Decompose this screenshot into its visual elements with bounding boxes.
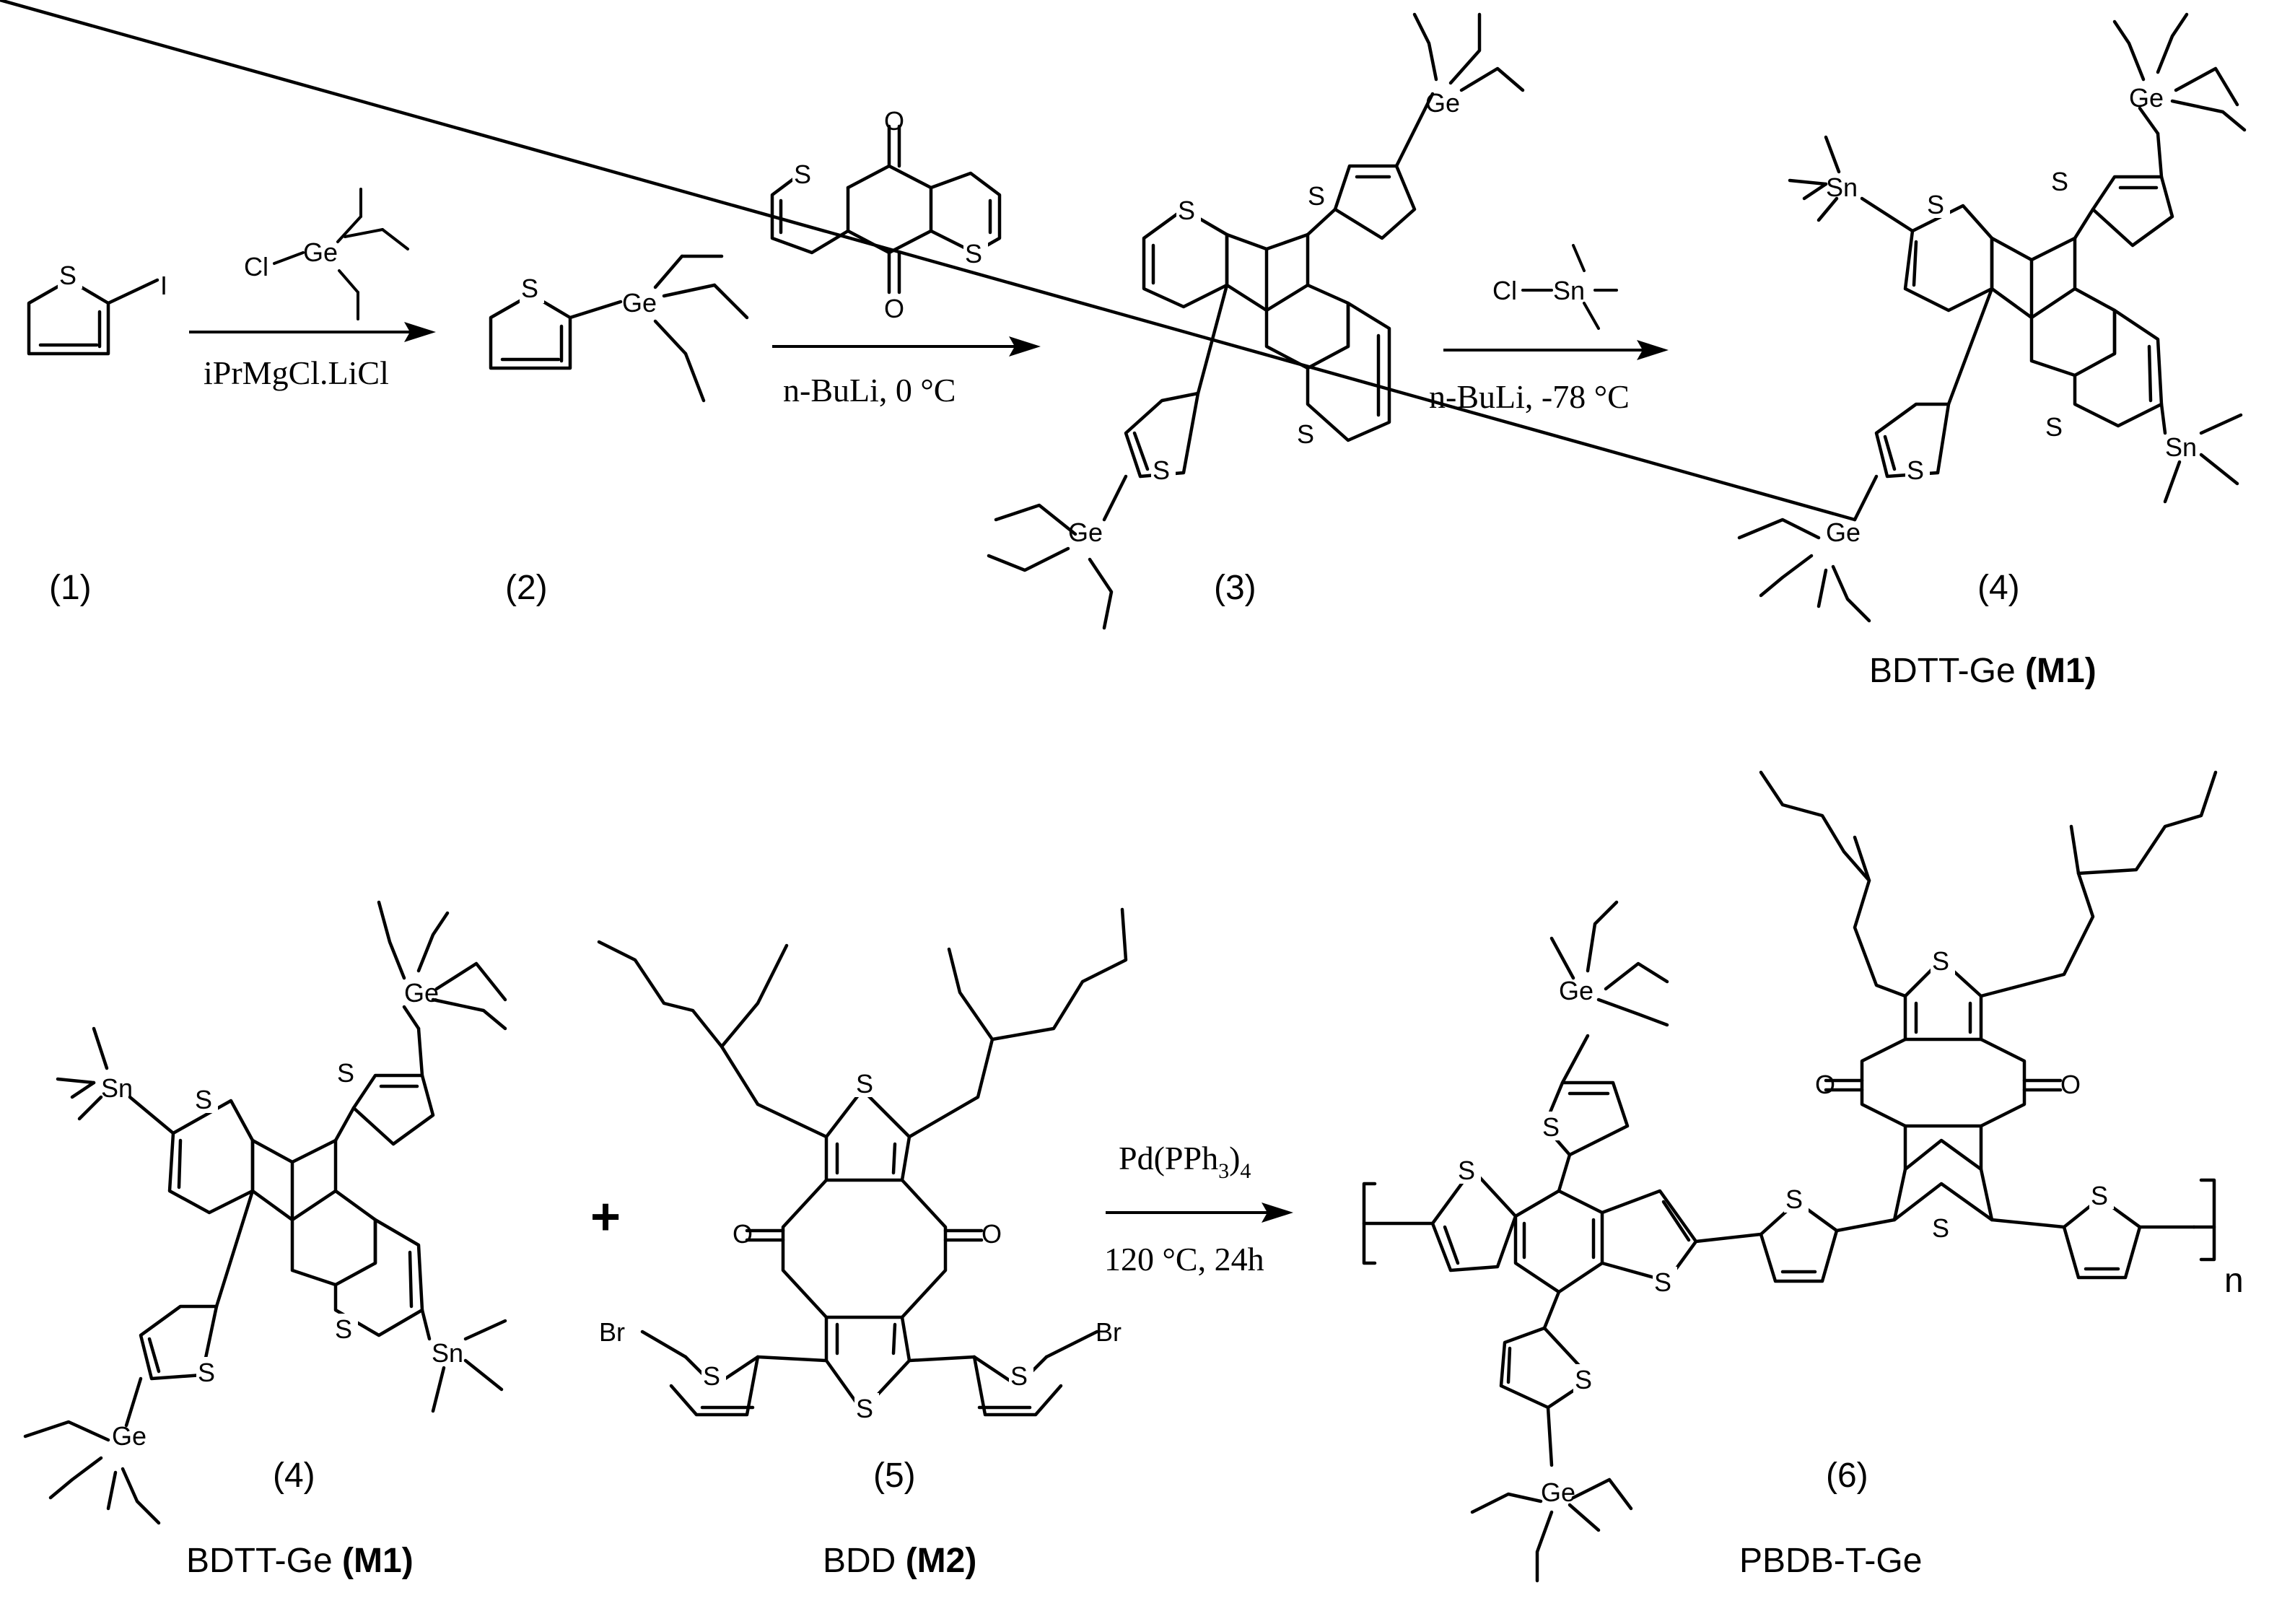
sulfur-atom: S — [965, 239, 982, 269]
compound-6-label: (6) — [1826, 1457, 1868, 1495]
sulfur-atom: S — [1297, 419, 1314, 449]
step2-reagent-label: n-BuLi, 0 °C — [783, 372, 956, 409]
reaction-arrow-3 — [1443, 340, 1669, 360]
compound-5-structure: S S S S O O Br Br — [597, 907, 1128, 1423]
germanium-atom: Ge — [1068, 518, 1103, 547]
oxygen-atom: O — [884, 294, 904, 323]
plus-sign: + — [590, 1188, 621, 1246]
triethylgermanium-chloride-reagent: Cl Ge — [244, 188, 409, 320]
sulfur-atom: S — [1178, 196, 1195, 225]
sulfur-atom: S — [856, 1394, 873, 1423]
tin-atom: Sn — [1826, 173, 1858, 202]
sulfur-atom: S — [794, 160, 811, 189]
reaction-arrow-4 — [1106, 1202, 1293, 1223]
compound-4-bottom-structure: S S S S Sn Sn Ge Ge — [23, 900, 507, 1525]
compound-2-structure: S Ge — [489, 254, 749, 403]
compound-3-label: (3) — [1214, 569, 1256, 607]
germanium-atom: Ge — [404, 978, 439, 1008]
step1-reagent-label: iPrMgCl.LiCl — [204, 354, 389, 391]
tin-atom: Sn — [1553, 276, 1585, 305]
sulfur-atom: S — [2051, 167, 2068, 196]
germanium-atom: Ge — [303, 237, 338, 267]
sulfur-atom: S — [1010, 1361, 1028, 1391]
m1-top-name: BDTT-Ge (M1) — [1869, 652, 2097, 690]
compound-6-structure: S S S S S S S S O O Ge Ge n — [1362, 770, 2244, 1583]
sulfur-atom: S — [198, 1358, 215, 1387]
germanium-atom: Ge — [2129, 83, 2164, 113]
germanium-atom: Ge — [1559, 976, 1593, 1005]
iodine-atom: I — [160, 271, 167, 300]
tin-atom: Sn — [2165, 432, 2197, 462]
sulfur-atom: S — [1932, 1213, 1949, 1243]
m1-bottom-name: BDTT-Ge (M1) — [186, 1542, 414, 1580]
sulfur-atom: S — [521, 274, 538, 303]
compound-3-structure: S S S S Ge Ge — [987, 12, 1525, 630]
bromine-atom: Br — [599, 1317, 625, 1347]
sulfur-atom: S — [337, 1058, 354, 1088]
sulfur-atom: S — [1932, 946, 1949, 976]
germanium-atom: Ge — [112, 1421, 147, 1451]
benzodithiophene-dione-reagent: S S O O — [770, 106, 1002, 323]
sulfur-atom: S — [856, 1069, 873, 1099]
compound-1-label: (1) — [49, 569, 92, 607]
germanium-atom: Ge — [1826, 518, 1861, 547]
sulfur-atom: S — [1153, 455, 1170, 485]
chlorine-atom: Cl — [244, 252, 268, 281]
trimethyltin-chloride-reagent: Cl Sn — [1492, 244, 1618, 330]
tin-atom: Sn — [432, 1338, 463, 1368]
germanium-atom: Ge — [1541, 1477, 1575, 1507]
reaction-arrow-1 — [189, 322, 436, 342]
sulfur-atom: S — [2091, 1181, 2108, 1210]
sulfur-atom: S — [335, 1314, 352, 1344]
bromine-atom: Br — [1096, 1317, 1122, 1347]
germanium-atom: Ge — [622, 288, 657, 318]
sulfur-atom: S — [703, 1361, 720, 1391]
sulfur-atom: S — [1785, 1184, 1803, 1214]
compound-1-structure: S I — [27, 260, 167, 356]
sulfur-atom: S — [1654, 1267, 1671, 1297]
sulfur-atom: S — [1458, 1156, 1475, 1185]
compound-4-bottom-label: (4) — [273, 1457, 315, 1495]
sulfur-atom: S — [2045, 412, 2063, 442]
step4-catalyst-label: Pd(PPh3)4 — [1119, 1140, 1251, 1183]
compound-5-label: (5) — [873, 1457, 916, 1495]
m2-name: BDD (M2) — [823, 1542, 976, 1580]
sulfur-atom: S — [1575, 1365, 1592, 1394]
compound-4-top-label: (4) — [1977, 569, 2020, 607]
sulfur-atom: S — [195, 1085, 212, 1114]
sulfur-atom: S — [1927, 190, 1944, 219]
polymer-name: PBDB-T-Ge — [1739, 1542, 1922, 1580]
oxygen-atom: O — [2060, 1070, 2081, 1099]
sulfur-atom: S — [1308, 181, 1325, 211]
sulfur-atom: S — [1907, 455, 1924, 485]
sulfur-atom: S — [1542, 1112, 1560, 1142]
polymer-repeat-n: n — [2224, 1262, 2244, 1300]
oxygen-atom: O — [1815, 1070, 1835, 1099]
compound-4-top-structure: S S S S Sn Sn Ge Ge — [0, 0, 2247, 623]
chlorine-atom: Cl — [1492, 276, 1517, 305]
tin-atom: Sn — [101, 1073, 133, 1103]
reaction-arrow-2 — [772, 336, 1041, 357]
oxygen-atom: O — [982, 1219, 1002, 1249]
step4-conditions-label: 120 °C, 24h — [1104, 1241, 1264, 1278]
sulfur-atom: S — [59, 261, 76, 290]
germanium-atom: Ge — [1425, 88, 1460, 118]
oxygen-atom: O — [733, 1219, 753, 1249]
compound-2-label: (2) — [505, 569, 548, 607]
oxygen-atom: O — [884, 106, 904, 136]
